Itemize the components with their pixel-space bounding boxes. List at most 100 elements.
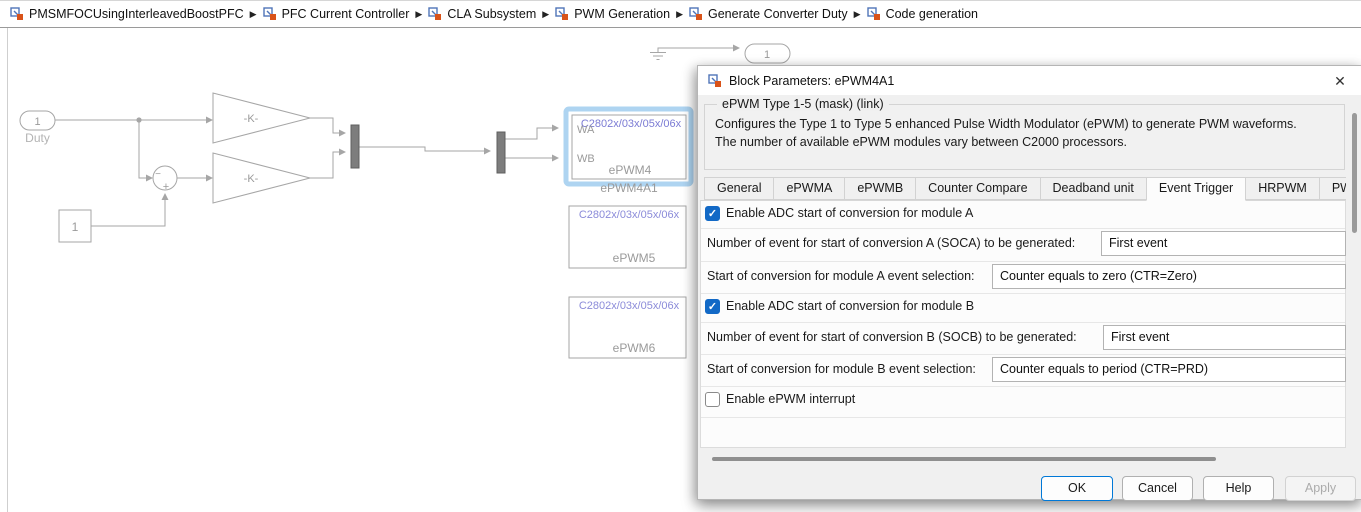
enable-epwm-interrupt-checkbox[interactable]	[705, 392, 720, 407]
tab-general[interactable]: General	[704, 177, 775, 200]
epwm6-block[interactable]	[568, 296, 687, 359]
breadcrumb-label: PMSMFOCUsingInterleavedBoostPFC	[29, 7, 244, 21]
epwm4-port-wb: WB	[577, 153, 595, 165]
tab-deadband-unit[interactable]: Deadband unit	[1039, 177, 1147, 200]
enable-soc-a-checkbox[interactable]: ✓	[705, 206, 720, 221]
demux-block[interactable]	[496, 131, 506, 174]
wire-demux-to-wa	[505, 127, 552, 140]
close-icon[interactable]: ✕	[1334, 73, 1346, 89]
wire-constant-to-sum	[91, 200, 166, 227]
arrowhead	[552, 124, 559, 132]
epwm5-chip-label: C2802x/03x/05x/06x	[579, 209, 680, 221]
block-parameters-dialog: Block Parameters: ePWM4A1 ✕ ePWM Type 1-…	[697, 65, 1361, 501]
cancel-button[interactable]: Cancel	[1122, 476, 1193, 501]
arrowhead	[733, 44, 740, 52]
breadcrumb-item-generate-converter-duty[interactable]: Generate Converter Duty	[685, 7, 852, 21]
epwm4-port-wa: WA	[577, 124, 595, 136]
epwm5-block[interactable]	[568, 205, 687, 269]
dialog-tabstrip: General ePWMA ePWMB Counter Compare Dead…	[704, 177, 1346, 201]
breadcrumb-item-cla-subsystem[interactable]: CLA Subsystem	[424, 7, 540, 21]
breadcrumb-separator: ▶	[249, 8, 257, 19]
enable-soc-b-checkbox[interactable]: ✓	[705, 299, 720, 314]
breadcrumb-item-model[interactable]: PMSMFOCUsingInterleavedBoostPFC	[6, 7, 248, 21]
arrowhead	[339, 148, 346, 156]
tab-epwmb[interactable]: ePWMB	[844, 177, 917, 200]
breadcrumb-separator: ▶	[676, 8, 683, 19]
enable-soc-b-label: Enable ADC start of conversion for modul…	[726, 299, 975, 313]
inport-name-label: Duty	[25, 131, 50, 145]
tab-hrpwm[interactable]: HRPWM	[1245, 177, 1320, 200]
soca-event-dropdown[interactable]: Counter equals to zero (CTR=Zero)	[992, 264, 1346, 289]
wire-gain1-to-mux	[310, 117, 339, 134]
epwm4-block[interactable]	[571, 114, 687, 180]
mux-block[interactable]	[350, 124, 360, 169]
breadcrumb-label: Generate Converter Duty	[707, 7, 848, 21]
outport-number: 1	[764, 49, 770, 61]
gain1-value: -K-	[244, 113, 259, 125]
constant-block[interactable]	[58, 209, 92, 243]
ground-block[interactable]	[650, 52, 666, 60]
sum-plus-sign: +	[163, 181, 169, 193]
tab-event-trigger[interactable]: Event Trigger	[1145, 177, 1247, 201]
socb-count-label: Number of event for start of conversion …	[707, 330, 1077, 344]
row-separator	[701, 228, 1345, 229]
wire-gain2-to-mux	[310, 151, 339, 179]
breadcrumb-item-pwm-generation[interactable]: PWM Generation	[551, 7, 674, 21]
tab-counter-compare[interactable]: Counter Compare	[915, 177, 1041, 200]
subsystem-icon	[689, 7, 702, 20]
arrowhead	[339, 129, 346, 137]
sum-minus-sign: −	[155, 169, 161, 180]
subsystem-icon	[262, 7, 276, 20]
inport-block[interactable]	[19, 110, 56, 131]
breadcrumb-label: CLA Subsystem	[447, 7, 537, 21]
epwm4-chip-label: C2802x/03x/05x/06x	[581, 118, 682, 130]
tab-epwma[interactable]: ePWMA	[773, 177, 846, 200]
mask-title: ePWM Type 1-5 (mask) (link)	[717, 97, 889, 111]
block-icon	[708, 73, 721, 87]
breadcrumb-separator: ▶	[415, 8, 423, 19]
gain2-block[interactable]	[212, 152, 311, 204]
socb-event-dropdown[interactable]: Counter equals to period (CTR=PRD)	[992, 357, 1346, 382]
wire-mux-to-demux	[359, 146, 484, 152]
socb-event-label: Start of conversion for module B event s…	[707, 362, 976, 376]
constant-value: 1	[72, 220, 79, 234]
mask-description-line1: Configures the Type 1 to Type 5 enhanced…	[715, 117, 1297, 131]
dialog-title: Block Parameters: ePWM4A1	[729, 73, 895, 88]
soca-count-label: Number of event for start of conversion …	[707, 236, 1076, 250]
tab-pwm-chopper[interactable]: PW	[1318, 177, 1346, 200]
apply-button[interactable]: Apply	[1285, 476, 1356, 501]
horizontal-scrollbar-thumb[interactable]	[712, 457, 1216, 461]
epwm6-chip-label: C2802x/03x/05x/06x	[579, 300, 680, 312]
breadcrumb-item-pfc-current-controller[interactable]: PFC Current Controller	[259, 7, 414, 21]
arrowhead	[161, 193, 169, 200]
ok-button[interactable]: OK	[1041, 476, 1113, 501]
epwm5-title: ePWM5	[613, 251, 656, 265]
row-separator	[701, 386, 1345, 387]
arrowhead	[206, 116, 213, 124]
canvas-left-border	[7, 28, 8, 512]
arrowhead	[146, 174, 153, 182]
help-button[interactable]: Help	[1203, 476, 1274, 501]
breadcrumb-label: PFC Current Controller	[281, 7, 410, 21]
event-trigger-panel: ✓ Enable ADC start of conversion for mod…	[700, 200, 1346, 448]
breadcrumb-separator: ▶	[853, 8, 861, 19]
mask-description-line2: The number of available ePWM modules var…	[715, 135, 1128, 149]
vertical-scrollbar-thumb[interactable]	[1352, 113, 1357, 233]
socb-count-dropdown[interactable]: First event	[1103, 325, 1346, 350]
breadcrumb-label: Code generation	[885, 7, 978, 21]
model-icon	[10, 7, 23, 20]
arrowhead	[206, 174, 213, 182]
arrowhead	[484, 147, 491, 155]
dialog-titlebar[interactable]: Block Parameters: ePWM4A1	[698, 66, 1361, 95]
subsystem-icon	[428, 7, 442, 20]
outport-block[interactable]	[744, 43, 791, 64]
soca-count-dropdown[interactable]: First event	[1101, 231, 1346, 256]
sum-block[interactable]	[152, 165, 178, 191]
gain1-block[interactable]	[212, 92, 311, 144]
row-separator	[701, 354, 1345, 355]
row-separator	[701, 417, 1345, 418]
row-separator	[701, 293, 1345, 294]
breadcrumb-label: PWM Generation	[574, 7, 671, 21]
inport-number: 1	[34, 116, 40, 128]
breadcrumb-item-code-generation[interactable]: Code generation	[863, 7, 982, 21]
